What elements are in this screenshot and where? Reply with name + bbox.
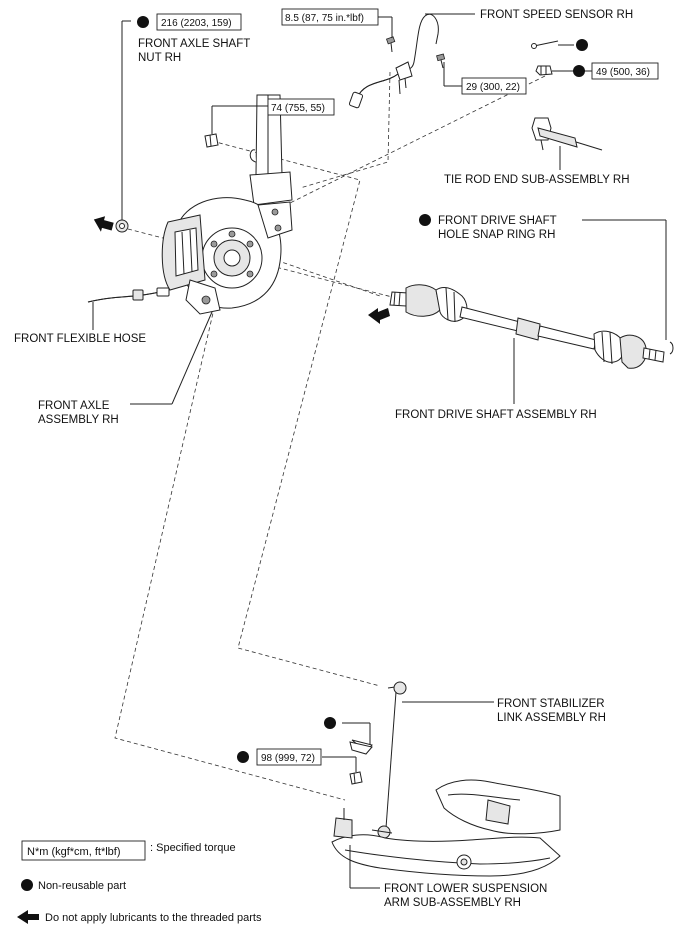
non-reusable-dot-icon — [137, 16, 149, 28]
svg-text:49 (500, 36): 49 (500, 36) — [596, 67, 650, 78]
legend-nonreusable-text: Non-reusable part — [38, 880, 126, 892]
front-axle-shaft-nut — [115, 219, 129, 233]
svg-text:98 (999, 72): 98 (999, 72) — [261, 753, 315, 764]
castle-nut — [535, 65, 553, 76]
non-reusable-dot-icon — [573, 65, 585, 77]
front-flexible-hose — [87, 287, 170, 303]
tie-rod-end — [531, 117, 603, 151]
non-reusable-dot-icon — [576, 39, 588, 51]
hole-snap-ring — [669, 341, 674, 355]
label-lower-arm-2: ARM SUB-ASSEMBLY RH — [384, 897, 521, 909]
svg-text:216 (2203, 159): 216 (2203, 159) — [161, 18, 232, 29]
torque-box-sensor-bolt2: 29 (300, 22) — [461, 77, 527, 95]
label-axle-nut-1: FRONT AXLE SHAFT — [138, 38, 250, 50]
torque-box-sensor-bolt: 8.5 (87, 75 in.*lbf) — [281, 8, 379, 26]
torque-box-bracket: 74 (755, 55) — [267, 98, 335, 116]
sensor-bolt-1 — [385, 36, 396, 53]
front-stabilizer-link — [371, 681, 407, 839]
lower-cotter-pin — [349, 739, 373, 755]
label-lower-arm-1: FRONT LOWER SUSPENSION — [384, 883, 547, 895]
label-axle-assy-1: FRONT AXLE — [38, 400, 110, 412]
sensor-bolt-2 — [436, 53, 446, 69]
front-lower-suspension-arm — [331, 779, 561, 877]
front-speed-sensor — [348, 13, 439, 109]
label-speed-sensor: FRONT SPEED SENSOR RH — [480, 9, 633, 21]
non-reusable-dot-icon — [419, 214, 431, 226]
label-axle-assy-2: ASSEMBLY RH — [38, 414, 119, 426]
front-drive-shaft — [389, 284, 665, 369]
label-stab-link-2: LINK ASSEMBLY RH — [497, 712, 606, 724]
lower-castle-nut — [349, 771, 363, 785]
non-reusable-dot-icon — [21, 879, 33, 891]
torque-box-tie-rod-nut: 49 (500, 36) — [591, 62, 659, 80]
label-snap-ring-2: HOLE SNAP RING RH — [438, 229, 555, 241]
label-flex-hose: FRONT FLEXIBLE HOSE — [14, 333, 146, 345]
svg-text:29 (300, 22): 29 (300, 22) — [466, 82, 520, 93]
svg-text:74 (755, 55): 74 (755, 55) — [271, 103, 325, 114]
no-lubricant-arrow-icon — [93, 216, 114, 232]
legend-torque-text: : Specified torque — [150, 842, 236, 854]
legend: N*m (kgf*cm, ft*lbf) : Specified torque … — [17, 840, 262, 924]
no-lubricant-arrow-icon — [17, 910, 39, 924]
label-drive-shaft: FRONT DRIVE SHAFT ASSEMBLY RH — [395, 409, 597, 421]
legend-torque-box: N*m (kgf*cm, ft*lbf) — [27, 846, 121, 858]
label-snap-ring-1: FRONT DRIVE SHAFT — [438, 215, 557, 227]
legend-arrow-text: Do not apply lubricants to the threaded … — [45, 912, 262, 924]
strut-bracket-nut — [204, 133, 219, 148]
no-lubricant-arrow-icon — [368, 308, 390, 324]
cotter-pin — [531, 40, 559, 49]
label-axle-nut-2: NUT RH — [138, 52, 181, 64]
non-reusable-dot-icon — [324, 717, 336, 729]
label-stab-link-1: FRONT STABILIZER — [497, 698, 605, 710]
svg-text:8.5 (87, 75 in.*lbf): 8.5 (87, 75 in.*lbf) — [285, 13, 364, 24]
front-axle-assembly — [161, 197, 293, 315]
leader-lines — [92, 13, 667, 889]
non-reusable-dot-icon — [237, 751, 249, 763]
alignment-lines — [114, 71, 546, 801]
label-tie-rod: TIE ROD END SUB-ASSEMBLY RH — [444, 174, 630, 186]
torque-box-axle-nut: 216 (2203, 159) — [156, 13, 242, 31]
torque-box-ball-joint-nut: 98 (999, 72) — [256, 748, 322, 766]
